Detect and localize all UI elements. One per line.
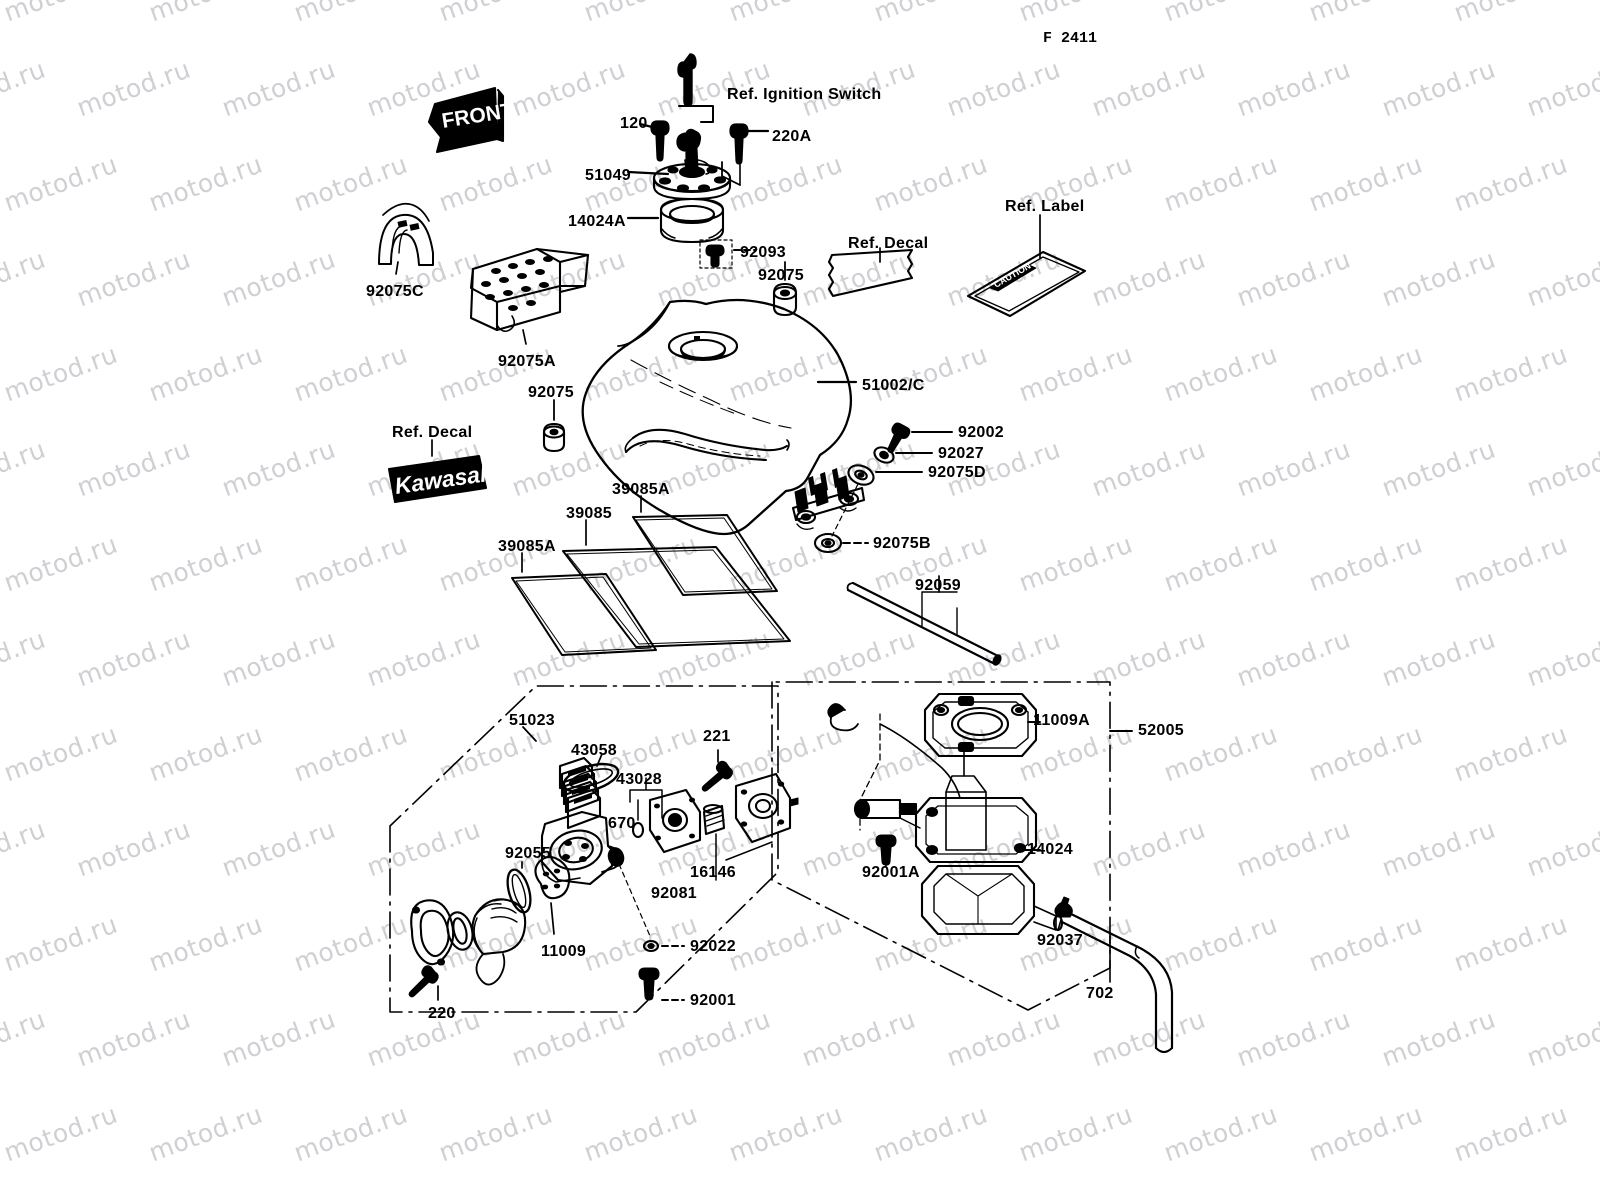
connector-icon (853, 798, 921, 829)
callout-11009: 11009 (541, 943, 587, 960)
callout-670: 670 (608, 815, 636, 832)
damper-92075-mid-icon (542, 422, 566, 453)
cover-16146-icon (734, 772, 799, 844)
pad-39085A-right-icon (632, 514, 778, 596)
damper-92075B-icon (813, 532, 843, 554)
callout-92075C: 92075C (366, 283, 424, 300)
flange-43028-icon (648, 788, 702, 854)
gasket-11009A-icon (923, 692, 1038, 758)
pad-92075A-icon (469, 247, 590, 333)
callout-51049: 51049 (585, 167, 631, 184)
ref-caution-label-icon: CAUTION (966, 250, 1087, 318)
callout-92022: 92022 (690, 938, 736, 955)
callout-39085A-right: 39085A (612, 481, 670, 498)
callout-92055: 92055 (505, 845, 551, 862)
kawasaki-decal-icon: Kawasaki (387, 454, 501, 504)
cap-cover-14024A-icon (659, 197, 725, 244)
callout-92075-top: 92075 (758, 267, 804, 284)
gasket-11009-icon (534, 855, 571, 900)
callout-16146: 16146 (690, 864, 736, 881)
callout-92059: 92059 (915, 577, 961, 594)
callout-92075B: 92075B (873, 535, 931, 552)
callout-39085: 39085 (566, 505, 612, 522)
hose-702-icon (1060, 909, 1174, 1053)
callout-51023: 51023 (509, 712, 555, 729)
callout-43058: 43058 (571, 742, 617, 759)
ref-decal-left-label: Ref. Decal (392, 424, 473, 441)
washer-92022-icon (642, 939, 660, 953)
callout-92075D: 92075D (928, 464, 986, 481)
callout-220: 220 (428, 1005, 456, 1022)
pad-39085-center-icon (562, 546, 791, 648)
callout-14024A: 14024A (568, 213, 626, 230)
tube-92059-icon (846, 581, 1002, 666)
svg-text:CAUTION: CAUTION (992, 261, 1033, 290)
callout-92027: 92027 (938, 445, 984, 462)
ref-label-label: Ref. Label (1005, 198, 1085, 215)
assembly-box-52005 (771, 681, 1111, 1011)
fuel-tank-51002C-icon (581, 298, 866, 536)
pan-14024-icon (920, 864, 1064, 936)
callout-221: 221 (703, 728, 731, 745)
callout-52005: 52005 (1138, 722, 1184, 739)
ref-ignition-switch-label: Ref. Ignition Switch (727, 86, 882, 103)
damper-92075-top-icon (772, 282, 798, 317)
callout-92001: 92001 (690, 992, 736, 1009)
ref-decal-top-label: Ref. Decal (848, 235, 929, 252)
callout-702: 702 (1086, 985, 1114, 1002)
oring-670-icon (631, 821, 645, 839)
ref-decal-strip-icon (827, 248, 914, 298)
pad-39085A-left-icon (511, 573, 657, 656)
callout-39085A-left: 39085A (498, 538, 556, 555)
pump-housing-icon (914, 751, 1038, 864)
oring-92055-icon (506, 868, 532, 914)
screw-220-icon (408, 965, 439, 998)
callout-92093: 92093 (740, 244, 786, 261)
bolt-120-icon (650, 120, 670, 162)
bolt-220A-icon (729, 123, 749, 165)
sheet-code: F 2411 (1043, 30, 1098, 47)
spring-plug-92081-icon (702, 803, 726, 836)
callout-92075-mid: 92075 (528, 384, 574, 401)
damper-92075D-icon (847, 464, 875, 486)
callout-92037: 92037 (1037, 932, 1083, 949)
washer-92027-icon (873, 446, 895, 464)
callout-43028: 43028 (616, 771, 662, 788)
bolt-92001A-icon (875, 834, 897, 866)
callout-51002C: 51002/C (862, 377, 925, 394)
bolt-92002-icon (887, 422, 911, 454)
bolt-92001-icon (638, 967, 660, 1001)
callout-11009A: 11009A (1033, 712, 1090, 729)
callout-92001A: 92001A (862, 864, 920, 881)
screw-221-icon (701, 760, 733, 792)
callout-92002: 92002 (958, 424, 1004, 441)
valve-seal-plate-icon (410, 899, 474, 966)
assembly-box-51023 (389, 685, 779, 1013)
callout-220A: 220A (772, 128, 812, 145)
front-badge-icon: FRONT (427, 86, 515, 154)
callout-92075A: 92075A (498, 353, 556, 370)
plug-92093-icon (699, 239, 733, 269)
damper-92075C-icon (378, 202, 434, 266)
callout-92081: 92081 (651, 885, 697, 902)
callout-120: 120 (620, 115, 648, 132)
fuel-cap-51049-icon (652, 143, 732, 201)
fuel-valve-body-icon (540, 756, 625, 886)
callout-14024: 14024 (1027, 841, 1073, 858)
valve-lever-knob-icon (471, 898, 527, 986)
